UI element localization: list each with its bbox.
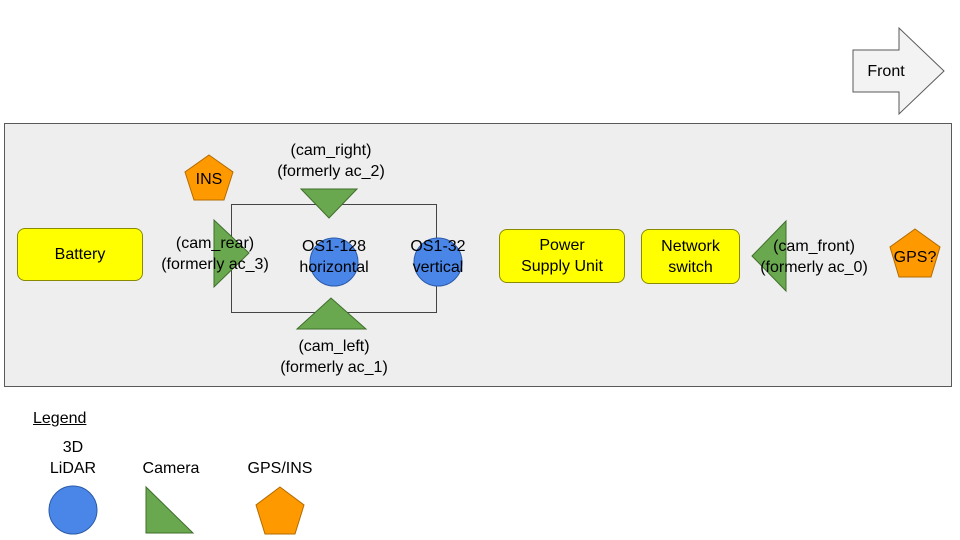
front-arrow-label: Front	[867, 63, 905, 80]
battery-label: Battery	[54, 246, 106, 263]
cam-left-triangle	[295, 297, 368, 330]
os1-32-lidar-circle	[413, 237, 463, 287]
switch-label-line1: Network	[661, 237, 720, 255]
gps-label: GPS?	[893, 249, 937, 266]
cam-right-triangle	[299, 188, 359, 219]
legend-gps-ins-pentagon	[255, 486, 305, 535]
vehicle-body	[4, 123, 952, 387]
os1-128-label-line2: horizontal	[299, 259, 369, 276]
network-switch-box: Network switch	[641, 229, 740, 284]
cam-front-label: (cam_front) (formerly ac_0)	[739, 236, 889, 278]
ins-label: INS	[195, 171, 223, 188]
os1-32-label-line1: OS1-32	[410, 238, 466, 255]
legend-gps-ins-label: GPS/INS	[247, 460, 313, 477]
cam-rear-triangle	[213, 218, 250, 289]
os1-128-lidar-circle	[309, 237, 359, 287]
cam-front-label-line1: (cam_front)	[773, 238, 855, 255]
cam-rear-label: (cam_rear) (formerly ac_3)	[140, 233, 290, 275]
os1-32-label-line2: vertical	[412, 259, 464, 276]
cam-left-label: (cam_left) (formerly ac_1)	[259, 336, 409, 378]
cam-left-label-line1: (cam_left)	[298, 338, 370, 355]
front-arrow	[852, 26, 945, 116]
cam-rear-label-line2: (formerly ac_3)	[161, 256, 269, 273]
cam-front-triangle	[751, 219, 787, 293]
switch-label-line2: switch	[668, 258, 713, 276]
legend-lidar-label-line1: 3D	[62, 439, 84, 456]
psu-label-line2: Supply Unit	[521, 258, 603, 275]
cam-left-label-line2: (formerly ac_1)	[280, 359, 388, 376]
cam-right-label: (cam_right) (formerly ac_2)	[256, 140, 406, 182]
os1-128-label-line1: OS1-128	[301, 238, 367, 255]
legend-title: Legend	[33, 410, 87, 427]
cam-front-label-line2: (formerly ac_0)	[760, 259, 868, 276]
psu-label-line1: Power	[539, 237, 585, 254]
battery-box: Battery	[17, 228, 143, 281]
ins-pentagon	[184, 154, 234, 201]
legend-lidar-label: 3D LiDAR	[38, 437, 108, 479]
legend-camera-label: Camera	[142, 460, 200, 477]
legend-camera-triangle	[145, 485, 195, 534]
cam-rear-label-line1: (cam_rear)	[175, 235, 255, 252]
os1-128-label: OS1-128 horizontal	[279, 236, 389, 278]
os1-32-label: OS1-32 vertical	[393, 236, 483, 278]
cam-right-label-line1: (cam_right)	[290, 142, 372, 159]
legend-lidar-label-line2: LiDAR	[49, 460, 97, 477]
gps-pentagon	[889, 228, 941, 278]
cam-right-label-line2: (formerly ac_2)	[277, 163, 385, 180]
power-supply-unit-box: Power Supply Unit	[499, 229, 625, 283]
legend-lidar-circle	[48, 485, 98, 535]
